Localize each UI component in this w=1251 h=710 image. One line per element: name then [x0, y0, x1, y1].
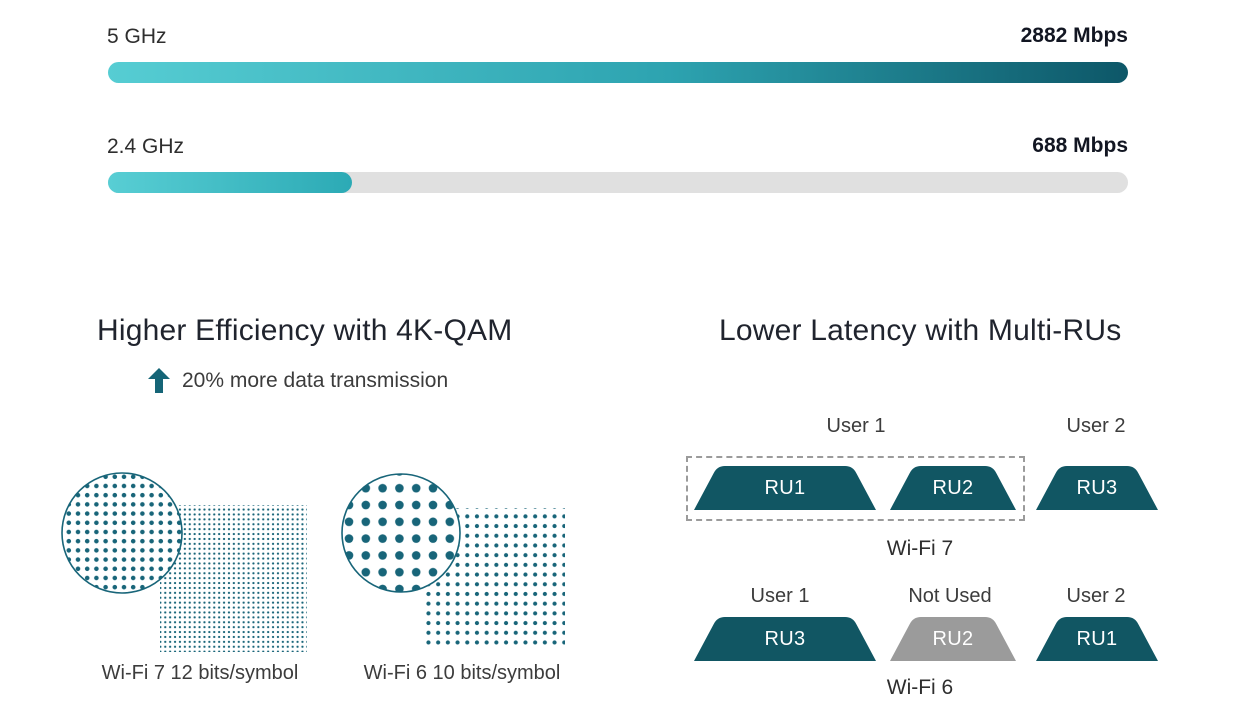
wifi6-constellation: [341, 473, 565, 648]
wifi7-caption: Wi-Fi 7: [886, 537, 954, 560]
wifi6-ru1-label: RU1: [1076, 628, 1118, 650]
wifi6-bits-caption: Wi-Fi 6 10 bits/symbol: [363, 662, 561, 684]
wifi7-user1-label: User 1: [826, 415, 886, 437]
band-24ghz-value: 688 Mbps: [1032, 134, 1128, 157]
band-5ghz-value: 2882 Mbps: [1020, 24, 1128, 47]
efficiency-title: Higher Efficiency with 4K-QAM: [97, 314, 513, 347]
band-5ghz-bar: [108, 62, 1128, 83]
wifi6-ru1-block: RU1: [1036, 617, 1158, 661]
wifi7-magnifier-dots: [62, 473, 182, 593]
wifi6-ru3-block: RU3: [694, 617, 876, 661]
wifi6-ru3-label: RU3: [764, 628, 806, 650]
wifi7-bits-caption: Wi-Fi 7 12 bits/symbol: [101, 662, 299, 684]
wifi6-magnifier-circle: [341, 473, 461, 593]
band-5ghz-fill: [108, 62, 1128, 83]
band-24ghz-bar: [108, 172, 1128, 193]
wifi7-dot-grid: [160, 505, 307, 652]
wifi7-ru3-label: RU3: [1076, 477, 1118, 499]
band-24ghz-fill: [108, 172, 352, 193]
wifi7-magnifier-circle: [61, 472, 183, 594]
wifi6-ru2-label: RU2: [932, 628, 974, 650]
wifi7-ru3-shape: [1036, 466, 1158, 510]
wifi7-user2-label: User 2: [1066, 415, 1126, 437]
qam-comparison-graphic: [61, 472, 565, 652]
wifi7-ru1-label: RU1: [764, 477, 806, 499]
wifi7-user1-group-box: [686, 456, 1025, 521]
wifi7-ru2-shape: [890, 466, 1016, 510]
wifi6-ru1-shape: [1036, 617, 1158, 661]
wifi6-user2-label: User 2: [1066, 585, 1126, 607]
wifi6-caption: Wi-Fi 6: [886, 676, 954, 699]
wifi7-constellation: [61, 472, 307, 652]
wifi6-ru2-shape: [890, 617, 1016, 661]
wifi7-ru1-block: RU1: [694, 466, 876, 510]
wifi7-ru1-shape: [694, 466, 876, 510]
band-24ghz-label: 2.4 GHz: [107, 135, 185, 158]
wifi6-ru3-shape: [694, 617, 876, 661]
arrow-up-icon: [148, 368, 170, 393]
wifi6-ru2-block: RU2: [890, 617, 1016, 661]
wifi7-ru3-block: RU3: [1036, 466, 1158, 510]
wifi7-ru2-label: RU2: [932, 477, 974, 499]
wifi6-notused-label: Not Used: [908, 585, 992, 607]
wifi7-ru2-block: RU2: [890, 466, 1016, 510]
wifi6-magnifier-dots: [342, 474, 460, 592]
efficiency-note-text: 20% more data transmission: [182, 368, 449, 392]
band-5ghz-label: 5 GHz: [107, 25, 167, 48]
latency-title: Lower Latency with Multi-RUs: [719, 314, 1122, 347]
efficiency-note-row: 20% more data transmission: [148, 368, 448, 393]
wifi6-user1-label: User 1: [750, 585, 810, 607]
